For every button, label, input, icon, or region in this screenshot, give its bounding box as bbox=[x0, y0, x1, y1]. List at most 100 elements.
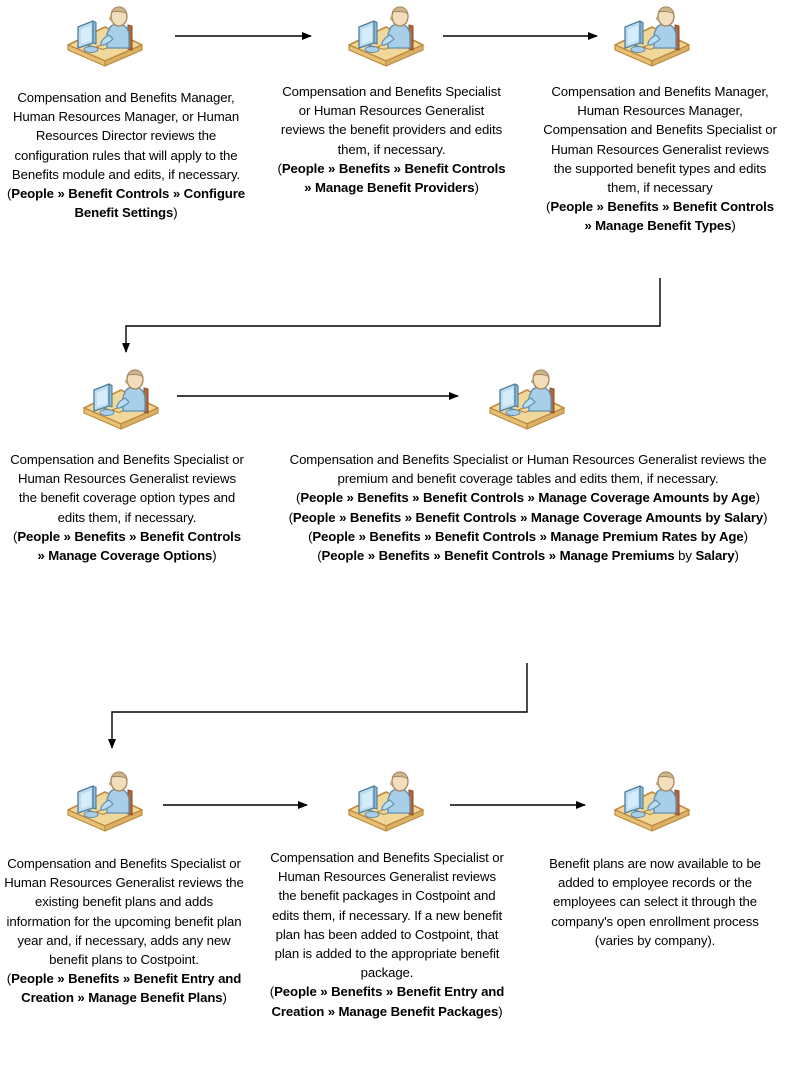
node-path-4: (People » Benefits » Benefit Controls » … bbox=[8, 527, 246, 565]
path-seg: Manage Benefit Types bbox=[595, 218, 732, 234]
path-separator: » bbox=[57, 186, 65, 202]
node-path-5b: (People » Benefits » Benefit Controls » … bbox=[283, 508, 773, 527]
path-seg: Benefits bbox=[338, 160, 391, 176]
path-separator: » bbox=[404, 509, 412, 525]
path-seg: Configure Benefit Settings bbox=[74, 186, 246, 221]
paren-close: ) bbox=[743, 528, 748, 544]
path-seg: People bbox=[17, 528, 60, 544]
path-seg: People bbox=[11, 971, 54, 987]
path-seg: People bbox=[300, 490, 343, 506]
path-separator: » bbox=[63, 528, 71, 544]
paren-close: ) bbox=[474, 180, 479, 196]
path-seg: People bbox=[312, 528, 355, 544]
path-seg: Manage Premiums bbox=[559, 548, 675, 564]
path-seg: Benefits bbox=[349, 509, 402, 525]
path-separator: » bbox=[393, 160, 401, 176]
paren-close: ) bbox=[734, 548, 739, 564]
node-body-2: Compensation and Benefits Specialist or … bbox=[280, 84, 503, 157]
path-separator: » bbox=[433, 548, 441, 564]
path-seg: Benefit Controls bbox=[672, 199, 774, 215]
person-at-computer-icon bbox=[609, 3, 695, 69]
path-separator: » bbox=[327, 1003, 335, 1019]
path-seg: People bbox=[550, 199, 593, 215]
paren-open: ( bbox=[269, 984, 275, 1000]
paren-close: ) bbox=[755, 490, 760, 506]
path-seg: Benefit Controls bbox=[139, 528, 241, 544]
path-separator: » bbox=[662, 199, 670, 215]
path-seg: Benefits bbox=[378, 548, 430, 564]
person-at-computer-icon bbox=[62, 768, 148, 834]
path-seg: Benefit Controls bbox=[422, 490, 524, 506]
path-separator: » bbox=[339, 509, 347, 525]
path-seg: People bbox=[274, 984, 317, 1000]
path-separator: » bbox=[37, 548, 45, 564]
node-body-7: Compensation and Benefits Specialist or … bbox=[270, 850, 504, 981]
path-seg: People bbox=[11, 186, 54, 202]
node-body-4: Compensation and Benefits Specialist or … bbox=[10, 452, 244, 525]
paren-open: ( bbox=[308, 528, 313, 544]
path-separator: » bbox=[122, 971, 131, 987]
person-at-computer-icon bbox=[78, 366, 164, 432]
path-seg: People bbox=[292, 509, 336, 525]
person-at-computer-icon bbox=[343, 768, 429, 834]
node-path-5d: (People » Benefits » Benefit Controls » … bbox=[283, 546, 773, 565]
node-body-8: Benefit plans are now available to be ad… bbox=[549, 856, 761, 948]
path-tail-bold: Salary bbox=[695, 548, 735, 564]
node-body-3: Compensation and Benefits Manager, Human… bbox=[543, 84, 777, 196]
path-seg: Manage Coverage Amounts by Salary bbox=[530, 509, 764, 525]
node-text-6: Compensation and Benefits Specialist or … bbox=[4, 854, 244, 1008]
path-separator: » bbox=[548, 548, 556, 564]
node-text-5: Compensation and Benefits Specialist or … bbox=[283, 450, 773, 565]
path-separator: » bbox=[129, 528, 137, 544]
path-seg: Benefit Controls bbox=[404, 160, 506, 176]
node-path-5a: (People » Benefits » Benefit Controls » … bbox=[283, 488, 773, 507]
paren-close: ) bbox=[731, 218, 736, 234]
node-path-5c: (People » Benefits » Benefit Controls » … bbox=[283, 527, 773, 546]
path-separator: » bbox=[172, 186, 181, 202]
node-body-1: Compensation and Benefits Manager, Human… bbox=[11, 90, 241, 182]
path-tail-plain: by bbox=[674, 548, 696, 564]
path-separator: » bbox=[367, 548, 375, 564]
path-separator: » bbox=[320, 984, 328, 1000]
path-separator: » bbox=[358, 528, 366, 544]
path-seg: Manage Coverage Amounts by Age bbox=[538, 490, 756, 506]
node-text-4: Compensation and Benefits Specialist or … bbox=[8, 450, 246, 565]
paren-open: ( bbox=[13, 528, 18, 544]
node-text-2: Compensation and Benefits Specialist or … bbox=[275, 82, 508, 197]
path-separator: » bbox=[346, 490, 354, 506]
node-body-6: Compensation and Benefits Specialist or … bbox=[4, 856, 244, 968]
node-text-3: Compensation and Benefits Manager, Human… bbox=[541, 82, 779, 236]
path-separator: » bbox=[385, 984, 394, 1000]
path-seg: Benefit Controls bbox=[415, 509, 517, 525]
arrow-node3-to-node4 bbox=[122, 278, 661, 353]
person-at-computer-icon bbox=[343, 3, 429, 69]
path-seg: Benefits bbox=[607, 199, 659, 215]
paren-close: ) bbox=[222, 990, 227, 1006]
paren-open: ( bbox=[6, 971, 12, 987]
paren-open: ( bbox=[317, 548, 322, 564]
path-separator: » bbox=[57, 971, 65, 987]
path-separator: » bbox=[527, 490, 535, 506]
path-seg: People bbox=[321, 548, 365, 564]
path-seg: Manage Benefit Packages bbox=[338, 1003, 499, 1019]
path-seg: Manage Coverage Options bbox=[48, 548, 213, 564]
paren-open: ( bbox=[288, 509, 293, 525]
path-separator: » bbox=[424, 528, 432, 544]
node-text-7: Compensation and Benefits Specialist or … bbox=[269, 848, 505, 1021]
path-separator: » bbox=[304, 180, 312, 196]
path-seg: Benefits bbox=[68, 971, 120, 987]
path-seg: Benefits bbox=[74, 528, 126, 544]
path-seg: Manage Premium Rates by Age bbox=[550, 528, 744, 544]
path-seg: Benefits bbox=[369, 528, 421, 544]
paren-open: ( bbox=[546, 199, 551, 215]
node-path-6: (People » Benefits » Benefit Entry and C… bbox=[4, 969, 244, 1007]
path-seg: Benefit Entry and Creation bbox=[271, 984, 505, 1019]
path-seg: Benefit Controls bbox=[444, 548, 546, 564]
paren-open: ( bbox=[6, 186, 12, 202]
path-seg: Manage Benefit Providers bbox=[314, 180, 475, 196]
path-seg: Benefit Entry and Creation bbox=[21, 971, 242, 1006]
path-separator: » bbox=[584, 218, 592, 234]
path-seg: Benefits bbox=[357, 490, 409, 506]
path-separator: » bbox=[539, 528, 547, 544]
